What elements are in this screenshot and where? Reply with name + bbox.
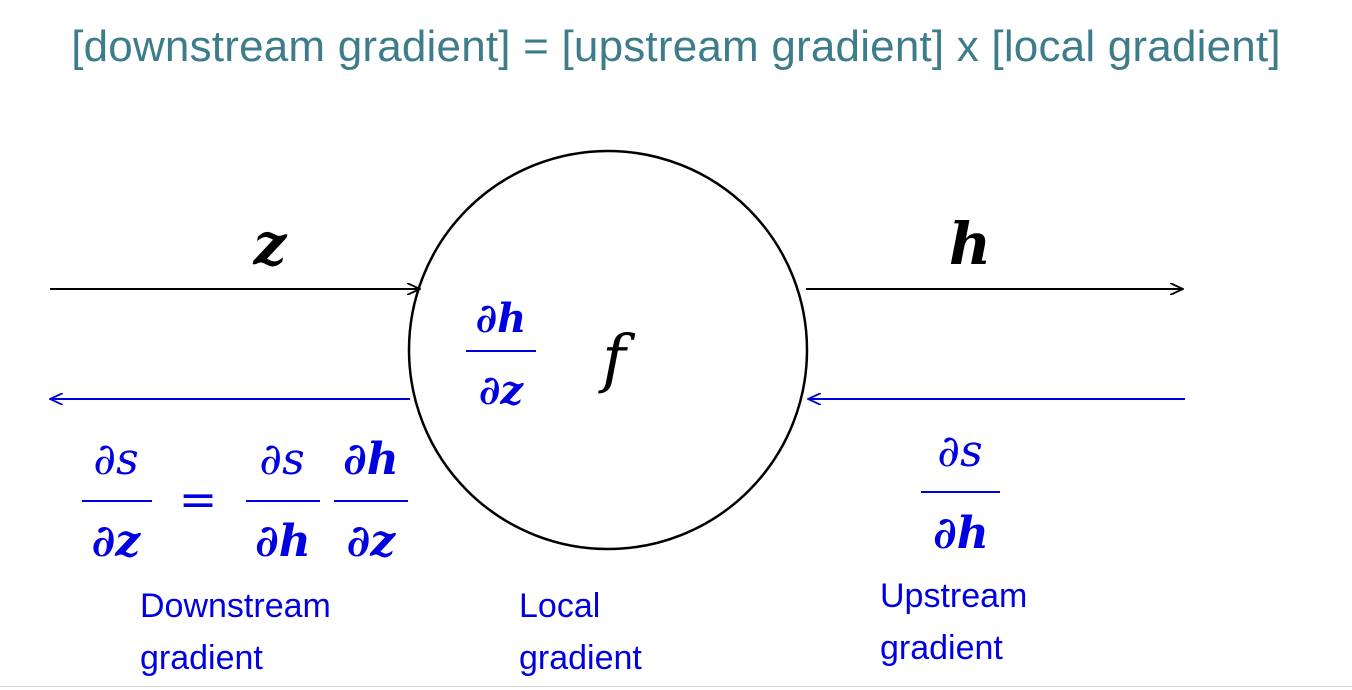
local-label-line2: gradient — [519, 639, 642, 677]
input-variable-z: z — [253, 210, 288, 278]
upstream-label-line2: gradient — [880, 629, 1003, 667]
page-title: [downstream gradient] = [upstream gradie… — [71, 22, 1281, 71]
downstream-rhs2-denominator: ∂z — [347, 516, 397, 567]
downstream-rhs2-numerator: ∂h — [343, 434, 399, 485]
upstream-numerator: ∂s — [937, 426, 982, 477]
local-gradient-label: Local gradient — [519, 580, 642, 684]
upstream-gradient-fraction: ∂s ∂h — [921, 426, 1000, 559]
equals-sign: = — [179, 472, 218, 526]
bottom-divider — [0, 686, 1352, 687]
downstream-lhs-denominator: ∂z — [92, 516, 142, 567]
upstream-denominator: ∂h — [933, 508, 989, 559]
downstream-rhs1-denominator: ∂h — [255, 516, 311, 567]
function-node-circle — [407, 149, 809, 551]
output-variable-h: h — [949, 210, 991, 278]
local-label-line1: Local — [519, 587, 601, 625]
local-gradient-denominator: ∂z — [479, 367, 524, 414]
function-symbol-f: f — [598, 322, 636, 396]
local-gradient-fraction: ∂h ∂z — [466, 295, 536, 414]
upstream-label-line1: Upstream — [880, 577, 1028, 615]
local-gradient-numerator: ∂h — [476, 295, 526, 342]
downstream-label-line2: gradient — [140, 639, 263, 677]
downstream-label-line1: Downstream — [140, 587, 331, 625]
downstream-lhs-numerator: ∂s — [93, 434, 138, 485]
downstream-gradient-label: Downstream gradient — [140, 580, 331, 684]
upstream-gradient-label: Upstream gradient — [880, 570, 1027, 674]
downstream-rhs1-numerator: ∂s — [259, 434, 304, 485]
downstream-gradient-equation: ∂s ∂z = ∂s ∂h ∂h ∂z — [82, 434, 408, 567]
